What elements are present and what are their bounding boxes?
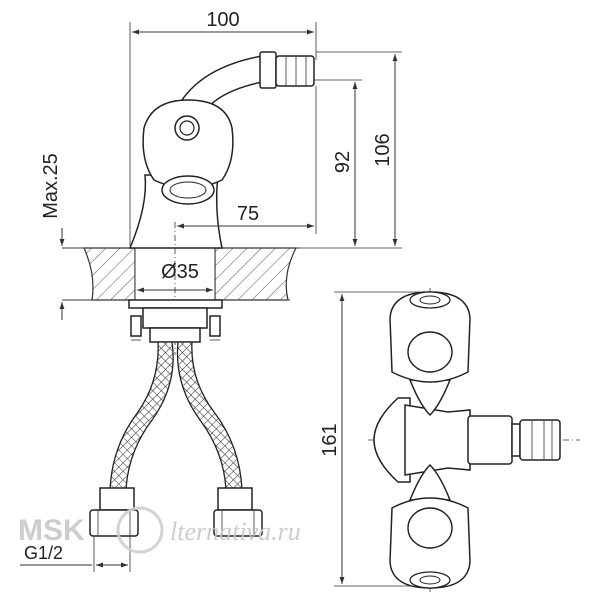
handle-cap: [179, 120, 195, 136]
watermark: MSK lternativa.ru: [18, 506, 301, 554]
spout-nozzle: [259, 51, 277, 89]
front-view: [368, 288, 580, 592]
watermark-right: lternativa.ru: [170, 517, 301, 546]
deck-slab-left: [83, 247, 136, 301]
escutcheon: [373, 397, 411, 483]
dimensions: 100 75 92 106 Max.25 Ø35 G1/2 161: [20, 9, 420, 587]
spout-front: [467, 415, 513, 465]
dim-max-deck: Max.25: [40, 153, 62, 219]
dim-spout-height: 92: [332, 151, 354, 173]
dim-front-height: 161: [319, 423, 341, 456]
body-lower-neck: [408, 463, 452, 501]
dim-width-top: 100: [206, 9, 239, 31]
dim-thread: G1/2: [24, 543, 63, 563]
watermark-left: MSK: [18, 514, 85, 547]
dim-total-height: 106: [372, 133, 394, 166]
handle: [142, 99, 234, 189]
watermark-logo: [116, 506, 164, 554]
handle-top-opening: [407, 331, 453, 373]
hose-left: [109, 341, 174, 491]
dim-spout-reach: 75: [237, 203, 259, 225]
body-front: [404, 404, 471, 476]
deck-slab-right: [214, 247, 297, 301]
hose-right: [176, 341, 243, 491]
side-view: [62, 51, 315, 537]
handle-bottom-opening: [407, 507, 453, 549]
body-upper-neck: [408, 379, 452, 417]
dim-hole-diameter: Ø35: [161, 261, 199, 283]
